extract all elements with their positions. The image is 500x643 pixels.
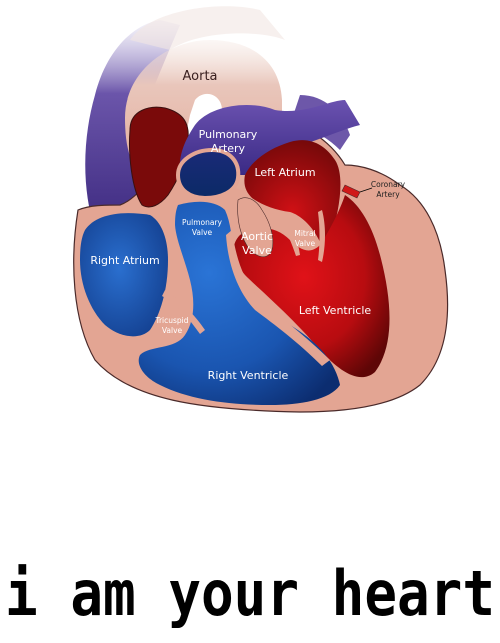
right-atrium-chamber [80,213,168,337]
label-left-ventricle: Left Ventricle [299,304,372,317]
caption-text: i am your heart [5,557,495,630]
label-tricuspid-valve-line2: Valve [162,326,183,335]
aorta-top-fade [130,6,285,50]
label-coronary-artery-line2: Artery [376,190,400,199]
label-pulmonary-artery-line1: Pulmonary [199,128,258,141]
right-ventricle-chamber [138,201,340,405]
tricuspid-valve-leaflet [162,290,205,334]
label-right-atrium: Right Atrium [90,254,159,267]
coronary-artery-pointer [359,187,373,193]
label-right-ventricle: Right Ventricle [208,369,289,382]
left-atrium-chamber [244,140,341,242]
mitral-valve-leaflet [283,222,300,256]
label-aortic-valve-line1: Aortic [241,230,273,243]
label-coronary-artery-line1: Coronary [371,180,406,189]
label-pulmonary-valve-line1: Pulmonary [182,218,223,227]
label-mitral-valve-line2: Valve [295,239,316,248]
coronary-artery [341,184,361,199]
label-pulmonary-artery-line2: Artery [211,142,246,155]
label-mitral-valve-line1: Mitral [294,229,315,238]
mitral-valve-leaflet-2 [318,210,325,262]
label-aortic-valve-line2: Valve [242,244,272,257]
label-tricuspid-valve-line1: Tricuspid [154,316,188,325]
aortic-valve [237,197,274,258]
label-pulmonary-valve-line2: Valve [192,228,213,237]
interventricular-septum [226,230,330,366]
label-left-atrium: Left Atrium [254,166,315,179]
pulmonary-trunk-root [175,147,241,201]
label-aorta: Aorta [182,69,217,84]
